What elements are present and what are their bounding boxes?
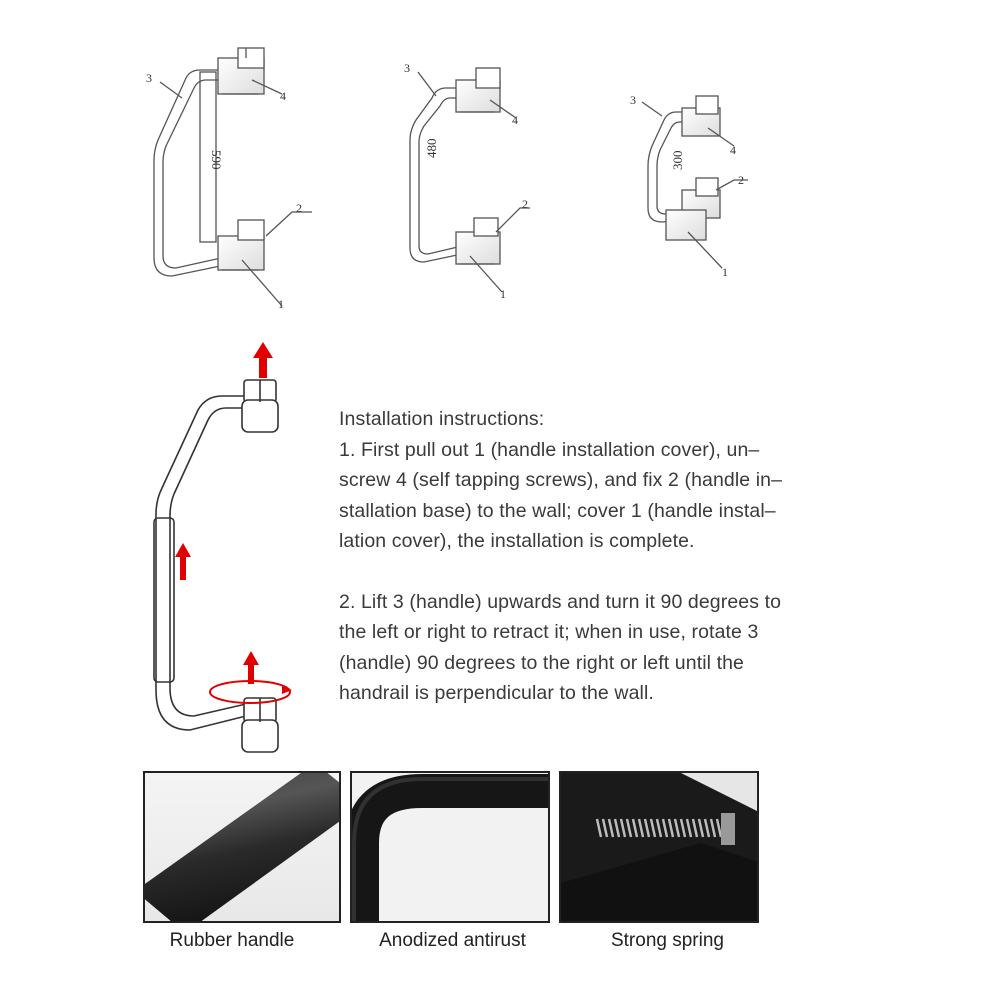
- diagram-590: [153, 47, 312, 307]
- dimension-length: 480: [424, 139, 439, 159]
- caption-strong-spring: Strong spring: [610, 930, 724, 951]
- label-screws: 4: [730, 143, 736, 157]
- label-screws: 4: [512, 113, 518, 127]
- label-cover: 1: [722, 265, 728, 279]
- label-cover: 1: [278, 297, 284, 311]
- step-2-line: handrail is perpendicular to the wall.: [339, 682, 654, 704]
- dimension-length: 300: [670, 151, 685, 171]
- diagram-300: [641, 95, 748, 269]
- label-base: 2: [738, 173, 744, 187]
- step-2-line: the left or right to retract it; when in…: [339, 621, 759, 643]
- caption-rubber-handle: Rubber handle: [169, 930, 295, 951]
- label-handle: 3: [630, 93, 636, 107]
- label-screws: 4: [280, 89, 286, 103]
- rubber-handle-photo: [143, 771, 341, 923]
- dimension-length: 590: [209, 150, 224, 170]
- strong-spring-photo: [559, 771, 759, 923]
- label-handle: 3: [146, 71, 152, 85]
- step-1-line: lation cover), the installation is compl…: [339, 530, 695, 552]
- step-1-line: screw 4 (self tapping screws), and fix 2…: [339, 469, 783, 491]
- installation-instructions: Installation instructions: 1. First pull…: [339, 404, 879, 709]
- label-base: 2: [296, 201, 302, 215]
- label-cover: 1: [500, 287, 506, 301]
- step-1-line: 1. First pull out 1 (handle installation…: [339, 438, 760, 461]
- up-arrow-icon: [243, 651, 259, 684]
- step-1-line: stallation base) to the wall; cover 1 (h…: [339, 499, 776, 522]
- label-base: 2: [522, 197, 528, 211]
- step-2-line: 2. Lift 3 (handle) upwards and turn it 9…: [339, 590, 782, 613]
- label-handle: 3: [404, 61, 410, 75]
- step-2-line: (handle) 90 degrees to the right or left…: [339, 651, 744, 674]
- rotate-arrow-icon: [209, 680, 292, 704]
- up-arrow-icon: [253, 342, 273, 378]
- up-arrow-icon: [175, 543, 191, 580]
- anodized-antirust-photo: [350, 771, 550, 923]
- instructions-title: Installation instructions:: [339, 408, 545, 430]
- diagram-480: [409, 67, 530, 293]
- installation-figure: [153, 379, 279, 753]
- caption-anodized-antirust: Anodized antirust: [379, 930, 526, 951]
